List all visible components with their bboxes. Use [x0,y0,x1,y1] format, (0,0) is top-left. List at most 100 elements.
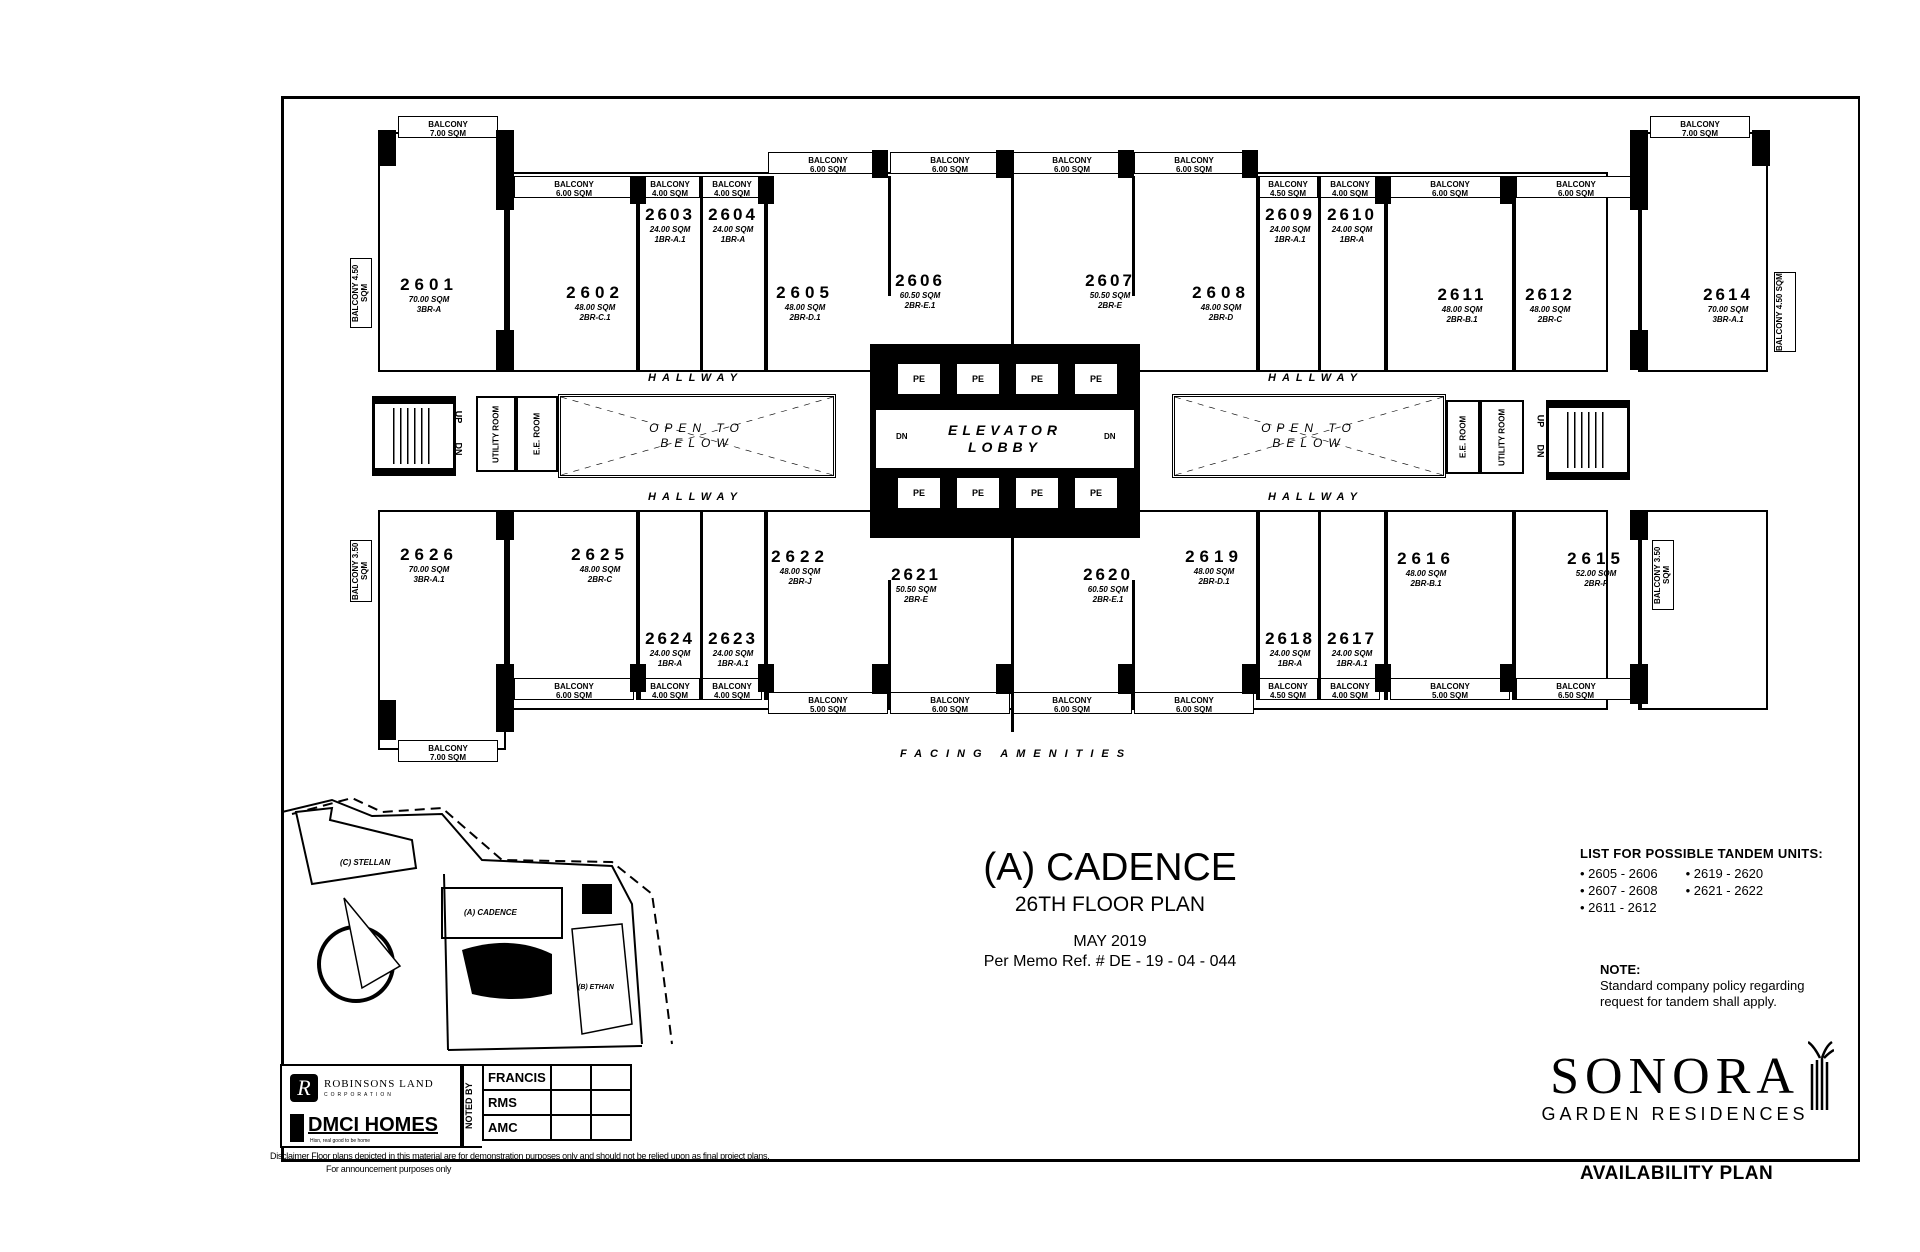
sonora-logo: SONORA GARDEN RESIDENCES [1530,1048,1820,1125]
robinsons-name: ROBINSONS LAND [324,1078,434,1090]
elevator-1: PE [896,362,942,396]
wall [1132,580,1135,710]
elevator-4: PE [1073,362,1119,396]
column [872,150,888,178]
bottom-wing-outline [378,510,1608,710]
stair-dn-label-left: DN [453,442,464,456]
hallway-label-top-left: HALLWAY [648,372,743,384]
stair-right [1546,400,1630,480]
elevator-8: PE [1073,476,1119,510]
column [1242,664,1258,694]
balcony-2615-side: BALCONY 3.50 SQM [1652,540,1674,610]
column [1375,176,1391,204]
signature-table: FRANCIS RMS AMC [482,1064,633,1141]
column [1242,150,1258,178]
siteplan-cadence-label: (A) CADENCE [464,908,517,917]
wall [1512,176,1516,372]
signature-row: FRANCIS [482,1064,633,1091]
dn-label-lobby-left: DN [896,432,908,441]
stair-dn-label-right: DN [1535,444,1546,458]
disclaimer-line-1: Disclaimer Floor plans depicted in this … [270,1151,770,1161]
column [1752,130,1770,166]
developer-logos: R ROBINSONS LAND CORPORATION DMCI HOMES … [280,1064,462,1148]
column [1118,664,1134,694]
balcony-2614-side: BALCONY 4.50 SQM [1774,272,1796,352]
title-block: (A) CADENCE 26TH FLOOR PLAN MAY 2019 Per… [940,846,1280,972]
column [1500,664,1516,692]
signatory-name: RMS [482,1089,552,1116]
wall [1638,510,1642,710]
floor-title: 26TH FLOOR PLAN [1014,893,1206,916]
robinsons-sub: CORPORATION [324,1092,394,1098]
noted-by-label: NOTED BY [462,1064,482,1148]
project-title: (A) CADENCE [983,846,1237,889]
utility-room-left: UTILITY ROOM [476,396,516,472]
column [758,664,774,692]
top-wing-outline [378,172,1608,372]
hallway-label-bottom-left: HALLWAY [648,491,743,503]
wall [700,176,703,372]
signature-row: RMS [482,1089,633,1116]
elevator-5: PE [896,476,942,510]
tandem-col-1: • 2605 - 2606 • 2607 - 2608 • 2611 - 261… [1580,865,1658,916]
tandem-list: LIST FOR POSSIBLE TANDEM UNITS: • 2605 -… [1580,846,1860,916]
wall [1318,176,1321,372]
plan-frame [281,96,1860,1162]
siteplan-ethan-label: (B) ETHAN [578,984,614,991]
siteplan-stellan-label: (C) STELLAN [340,858,391,867]
wall [1256,510,1260,700]
disclaimer: Disclaimer Floor plans depicted in this … [270,1150,910,1176]
stair-up-label-right: UP [1535,414,1546,428]
dn-label-lobby-right: DN [1104,432,1116,441]
wall [888,580,891,710]
signature-row: AMC [482,1114,633,1141]
availability-plan-label: AVAILABILITY PLAN [1580,1163,1774,1184]
wall [636,510,640,700]
balcony-2601-side: BALCONY 4.50 SQM [350,258,372,328]
hallway-label-top-right: HALLWAY [1268,372,1363,384]
brand-name: SONORA [1550,1048,1800,1105]
column [872,664,888,694]
column [996,664,1012,694]
robinsons-logo-icon: R [290,1074,318,1102]
wall [636,176,640,372]
north-arrow-icon [318,926,394,1002]
